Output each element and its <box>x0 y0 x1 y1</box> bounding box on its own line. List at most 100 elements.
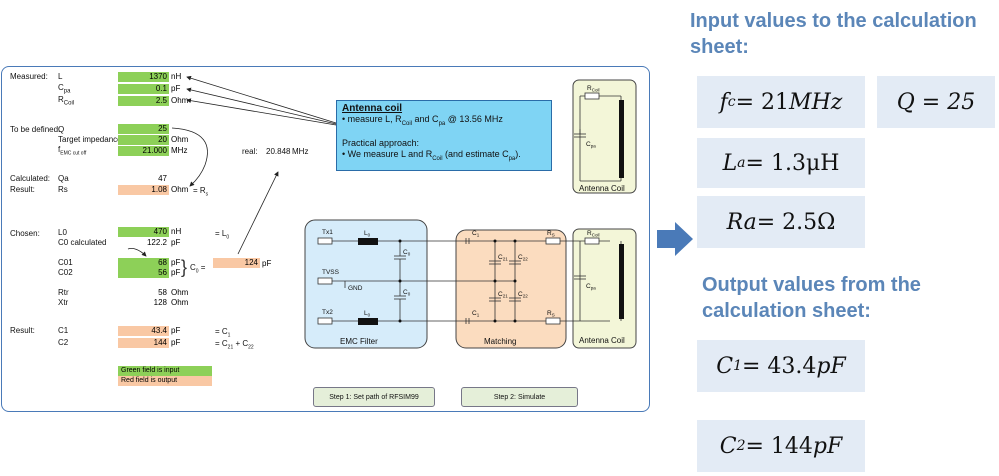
label-c0-top: C <box>403 249 408 256</box>
sheet-arrows <box>127 75 337 257</box>
param-cpa-label: Cpa <box>58 83 71 95</box>
section-measured: Measured: <box>10 72 48 81</box>
param-q-value[interactable]: 25 <box>118 124 169 134</box>
label-antenna-coil-top: Antenna Coil <box>579 184 625 193</box>
param-c1-value: 43.4 <box>118 326 169 336</box>
legend-red: Red field is output <box>118 376 212 386</box>
param-c02-label: C02 <box>58 268 73 277</box>
param-target-impedance-unit: Ohm <box>171 135 189 144</box>
label-tx2: Tx2 <box>322 309 333 316</box>
callout-line1: • measure L, RCoil and Cpa @ 13.56 MHz <box>342 114 503 127</box>
param-l-value[interactable]: 1370 <box>118 72 169 82</box>
param-femc-unit: MHz <box>171 146 188 155</box>
param-c2-value: 144 <box>118 338 169 348</box>
svg-text:C1: C1 <box>472 310 480 318</box>
label-c1-bottom: C <box>472 310 477 317</box>
svg-text:Cpa: Cpa <box>586 141 596 149</box>
svg-text:L0: L0 <box>364 310 371 318</box>
param-c0-calculated-unit: pF <box>171 238 181 247</box>
formula-ra: Ra = 2.5 Ω <box>697 196 865 248</box>
step1-button[interactable]: Step 1: Set path of RFSIM99 <box>313 387 435 407</box>
circuit-schematic: Tx1 TVSS Tx2 GND L0 L0 C0 C0 C1 C1 C21 C… <box>304 79 637 349</box>
label-l0-bottom: L <box>364 310 368 317</box>
label-antenna-coil-bottom: Antenna Coil <box>579 336 625 345</box>
label-c1-top: C <box>472 230 477 237</box>
param-c2-eq: = C21 + C22 <box>215 339 254 351</box>
param-q-label: Q <box>58 125 65 134</box>
param-femc-value[interactable]: 21.000 <box>118 146 169 156</box>
svg-text:RCoil: RCoil <box>587 230 599 238</box>
section-chosen: Chosen: <box>10 229 40 238</box>
label-rs-bottom: R <box>547 310 552 317</box>
param-cpa-unit: pF <box>171 84 181 93</box>
param-l0-eq: = L0 <box>215 229 230 241</box>
param-rs-eq: = Rs <box>193 186 209 198</box>
param-xtr-unit: Ohm <box>171 298 189 307</box>
label-gnd: GND <box>348 285 363 292</box>
param-c01-unit: pF <box>171 258 181 267</box>
param-c2-unit: pF <box>171 338 181 347</box>
callout-line3: • We measure L and RCoil (and estimate C… <box>342 148 521 162</box>
output-heading: Output values from the calculation sheet… <box>702 274 921 322</box>
param-qa-value: 47 <box>158 174 167 183</box>
param-rtr-label: Rtr <box>58 288 69 297</box>
section-calculated: Calculated: <box>10 174 51 183</box>
callout-line2: Practical approach: <box>342 137 420 148</box>
section-to-be-defined: To be defined: <box>10 125 61 134</box>
label-cpa-bottom: C <box>586 283 591 290</box>
label-c22-top: C <box>518 254 523 261</box>
param-rcoil-value[interactable]: 2.5 <box>118 96 169 106</box>
label-c21-bottom: C <box>498 291 503 298</box>
antenna-coil-callout: Antenna coil • measure L, RCoil and Cpa … <box>336 100 552 171</box>
param-rs-value: 1.08 <box>118 185 169 195</box>
param-rs-unit: Ohm <box>171 185 189 194</box>
svg-text:L0: L0 <box>364 230 371 238</box>
svg-text:RCoil: RCoil <box>587 85 599 93</box>
svg-text:C0: C0 <box>403 249 411 257</box>
antenna-coil-box-bottom <box>572 228 637 349</box>
param-c02-value[interactable]: 56 <box>118 268 169 278</box>
formula-q: Q = 25 <box>877 76 995 128</box>
antenna-coil-box-top <box>572 79 637 194</box>
svg-text:C21: C21 <box>498 254 508 262</box>
param-rtr-unit: Ohm <box>171 288 189 297</box>
param-target-impedance-label: Target impedance <box>58 135 118 144</box>
param-c2-label: C2 <box>58 338 69 347</box>
svg-text:C22: C22 <box>518 254 528 262</box>
step2-button[interactable]: Step 2: Simulate <box>461 387 578 407</box>
param-target-impedance-value[interactable]: 20 <box>118 135 169 145</box>
legend-green: Green field is input <box>118 366 212 376</box>
inductor-l0-bottom <box>358 318 378 325</box>
param-qa-label: Qa <box>58 174 69 183</box>
param-c01-value[interactable]: 68 <box>118 258 169 268</box>
real-frequency-label: real: <box>242 147 258 156</box>
label-cpa-top: C <box>586 141 591 148</box>
param-c02-unit: pF <box>171 268 181 277</box>
svg-text:C1: C1 <box>472 230 480 238</box>
param-c1-eq: = C1 <box>215 327 231 339</box>
param-cpa-value[interactable]: 0.1 <box>118 84 169 94</box>
param-l-unit: nH <box>171 72 182 81</box>
c0-eq: C0 = <box>190 263 206 275</box>
label-c0-bottom: C <box>403 289 408 296</box>
label-c22-bottom: C <box>518 291 523 298</box>
param-l0-value[interactable]: 470 <box>118 227 169 237</box>
param-c01-label: C01 <box>58 258 73 267</box>
emc-filter-box <box>304 219 428 349</box>
flow-arrow-icon <box>657 222 693 256</box>
label-tvss: TVSS <box>322 269 340 276</box>
param-c1-unit: pF <box>171 326 181 335</box>
param-c1-label: C1 <box>58 326 69 335</box>
label-rcoil-top: R <box>587 85 592 92</box>
matching-box <box>455 229 567 349</box>
param-rs-label: Rs <box>58 185 68 194</box>
svg-text:RS: RS <box>547 230 555 238</box>
param-l0-label: L0 <box>58 228 67 237</box>
real-frequency-value: 20.848 <box>266 147 291 156</box>
label-tx1: Tx1 <box>322 229 333 236</box>
svg-text:C0: C0 <box>403 289 411 297</box>
inductor-l0-top <box>358 238 378 245</box>
real-frequency-unit: MHz <box>292 147 309 156</box>
